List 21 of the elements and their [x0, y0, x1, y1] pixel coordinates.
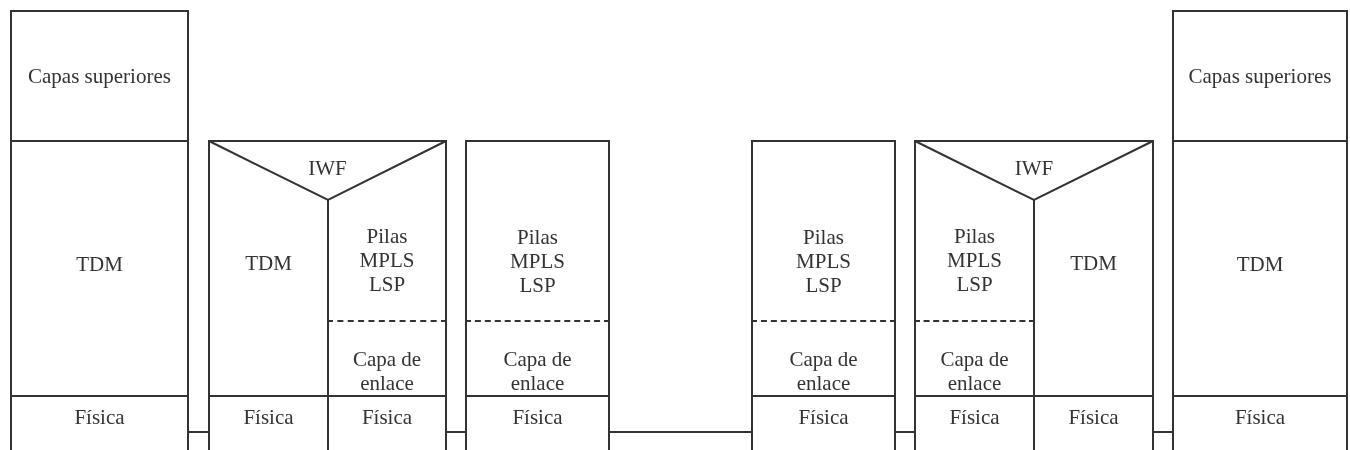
- iwf-triangle: IWF: [208, 140, 447, 202]
- layer-cell: Física: [1172, 395, 1348, 450]
- layer-cell: Física: [751, 395, 896, 450]
- iwf-triangle: IWF: [914, 140, 1154, 202]
- layer-cell: Física: [465, 395, 610, 450]
- layer-cell: Pilas MPLS LSP: [914, 200, 1035, 322]
- layer-cell: Pilas MPLS LSP: [327, 200, 447, 322]
- link-line: [188, 431, 209, 433]
- layer-cell: Capas superiores: [10, 10, 189, 142]
- layer-cell: TDM: [1172, 140, 1348, 397]
- layer-cell: Capa de enlace: [751, 320, 896, 397]
- layer-cell: Capas superiores: [1172, 10, 1348, 142]
- link-line: [446, 431, 466, 433]
- link-line: [895, 431, 915, 433]
- layer-cell: Pilas MPLS LSP: [465, 140, 610, 322]
- link-line: [609, 431, 752, 433]
- link-line: [1153, 431, 1173, 433]
- layer-cell: Capa de enlace: [465, 320, 610, 397]
- layer-cell: Pilas MPLS LSP: [751, 140, 896, 322]
- layer-cell: Física: [10, 395, 189, 450]
- layer-cell: TDM: [10, 140, 189, 397]
